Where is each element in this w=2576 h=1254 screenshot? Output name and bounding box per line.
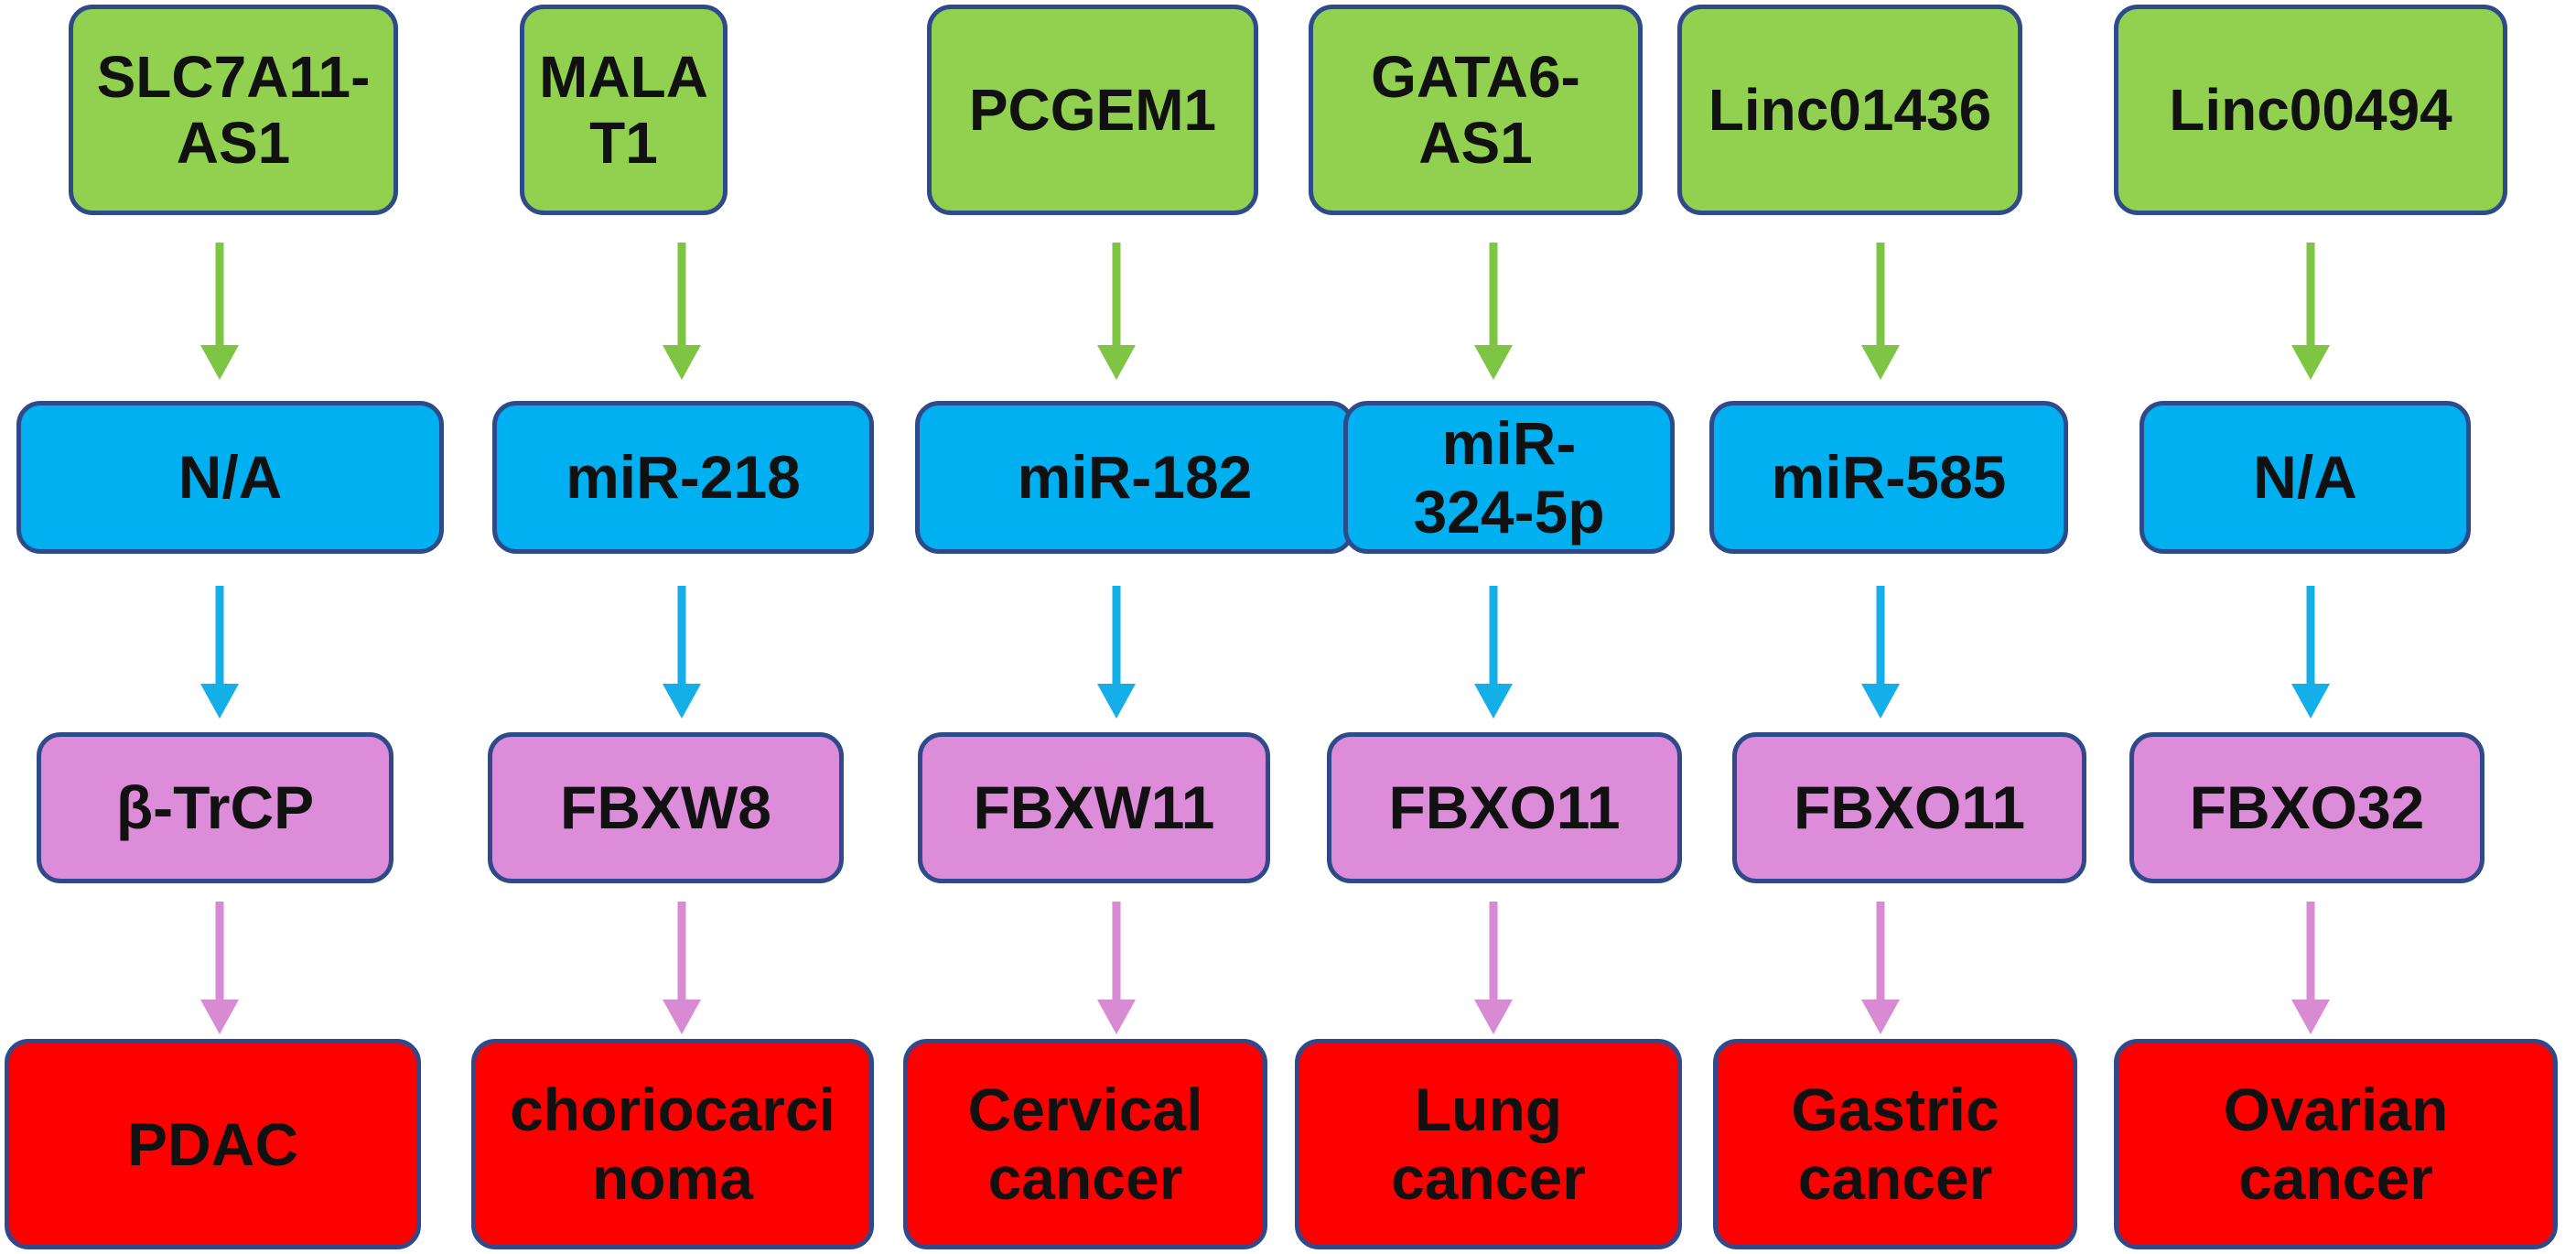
lncrna-box: SLC7A11- AS1 bbox=[69, 5, 398, 215]
pink-arrow bbox=[663, 902, 701, 1034]
blue-arrow bbox=[1097, 586, 1136, 719]
cancer-type-box-label: Lung cancer bbox=[1391, 1076, 1586, 1212]
fbox-protein-box: FBXO32 bbox=[2129, 732, 2484, 883]
mirna-box: miR-182 bbox=[915, 401, 1354, 554]
pink-arrow bbox=[2291, 902, 2330, 1034]
green-arrow bbox=[1861, 243, 1900, 380]
cancer-type-box-label: PDAC bbox=[126, 1109, 298, 1178]
mirna-box: N/A bbox=[16, 401, 444, 554]
mirna-box-label: miR-182 bbox=[1017, 443, 1253, 512]
green-arrow bbox=[200, 243, 239, 380]
lncrna-box: Linc00494 bbox=[2114, 5, 2507, 215]
pink-arrow bbox=[200, 902, 239, 1034]
mirna-box-label: miR-218 bbox=[566, 443, 801, 512]
lncrna-box-label: PCGEM1 bbox=[968, 76, 1217, 143]
fbox-protein-box-label: FBXW8 bbox=[560, 773, 771, 842]
lncrna-box: PCGEM1 bbox=[927, 5, 1258, 215]
fbox-protein-box: FBXO11 bbox=[1732, 732, 2086, 883]
lncrna-box-label: Linc01436 bbox=[1708, 76, 1992, 143]
pink-arrow bbox=[1474, 902, 1513, 1034]
mirna-box: N/A bbox=[2139, 401, 2471, 554]
fbox-protein-box-label: β-TrCP bbox=[115, 773, 315, 842]
blue-arrow bbox=[1861, 586, 1900, 719]
cancer-type-box: Gastric cancer bbox=[1713, 1039, 2077, 1249]
lncrna-box-label: SLC7A11- AS1 bbox=[96, 43, 371, 176]
blue-arrow bbox=[2291, 586, 2330, 719]
cancer-type-box: Ovarian cancer bbox=[2114, 1039, 2558, 1249]
lncrna-box-label: GATA6- AS1 bbox=[1371, 43, 1580, 176]
lncrna-box: MALAT1 bbox=[520, 5, 728, 215]
cancer-type-box: PDAC bbox=[5, 1039, 421, 1249]
blue-arrow bbox=[1474, 586, 1513, 719]
lncrna-box-label: MALAT1 bbox=[539, 43, 708, 176]
fbox-protein-box-label: FBXW11 bbox=[973, 773, 1215, 842]
blue-arrow bbox=[663, 586, 701, 719]
fbox-protein-box: β-TrCP bbox=[37, 732, 393, 883]
mirna-box-label: miR-585 bbox=[1771, 443, 2007, 512]
mirna-box-label: N/A bbox=[178, 443, 283, 512]
mirna-box-label: N/A bbox=[2253, 443, 2357, 512]
fbox-protein-box-label: FBXO11 bbox=[1388, 773, 1621, 842]
cancer-type-box: choriocarci noma bbox=[471, 1039, 874, 1249]
cancer-type-box-label: Cervical cancer bbox=[967, 1076, 1203, 1212]
mirna-box-label: miR- 324-5p bbox=[1413, 408, 1605, 546]
lncrna-box: Linc01436 bbox=[1677, 5, 2022, 215]
mirna-box: miR- 324-5p bbox=[1343, 401, 1675, 554]
cancer-type-box: Lung cancer bbox=[1295, 1039, 1682, 1249]
fbox-protein-box: FBXO11 bbox=[1327, 732, 1682, 883]
green-arrow bbox=[663, 243, 701, 380]
cancer-type-box-label: Ovarian cancer bbox=[2223, 1076, 2449, 1212]
green-arrow bbox=[1097, 243, 1136, 380]
fbox-protein-box: FBXW8 bbox=[488, 732, 844, 883]
pink-arrow bbox=[1861, 902, 1900, 1034]
cancer-type-box-label: choriocarci noma bbox=[510, 1076, 835, 1212]
lncrna-box-label: Linc00494 bbox=[2169, 76, 2452, 143]
fbox-protein-box: FBXW11 bbox=[918, 732, 1270, 883]
mirna-box: miR-218 bbox=[492, 401, 874, 554]
fbox-protein-box-label: FBXO32 bbox=[2189, 773, 2425, 842]
pink-arrow bbox=[1097, 902, 1136, 1034]
green-arrow bbox=[2291, 243, 2330, 380]
lncrna-box: GATA6- AS1 bbox=[1309, 5, 1643, 215]
green-arrow bbox=[1474, 243, 1513, 380]
blue-arrow bbox=[200, 586, 239, 719]
cancer-type-box: Cervical cancer bbox=[903, 1039, 1267, 1249]
cancer-type-box-label: Gastric cancer bbox=[1791, 1076, 1999, 1212]
mirna-box: miR-585 bbox=[1709, 401, 2068, 554]
fbox-protein-box-label: FBXO11 bbox=[1793, 773, 2026, 842]
